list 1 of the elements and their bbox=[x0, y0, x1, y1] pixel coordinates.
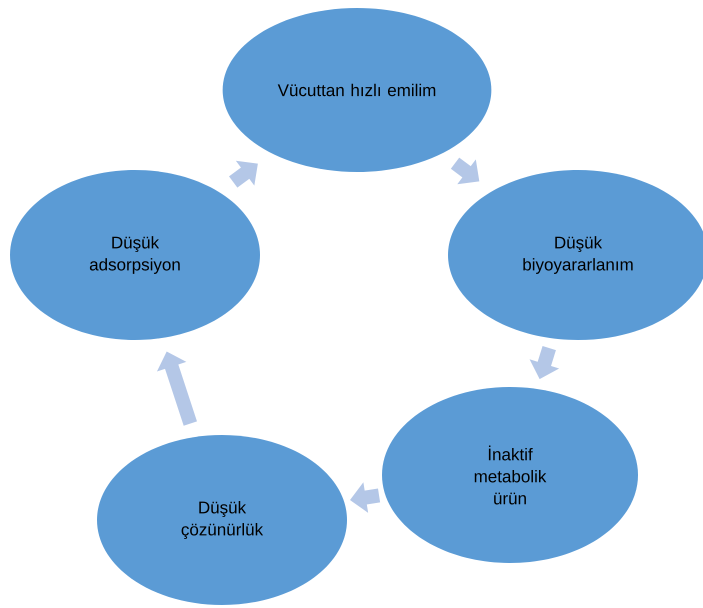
block-arrow bbox=[229, 160, 258, 188]
